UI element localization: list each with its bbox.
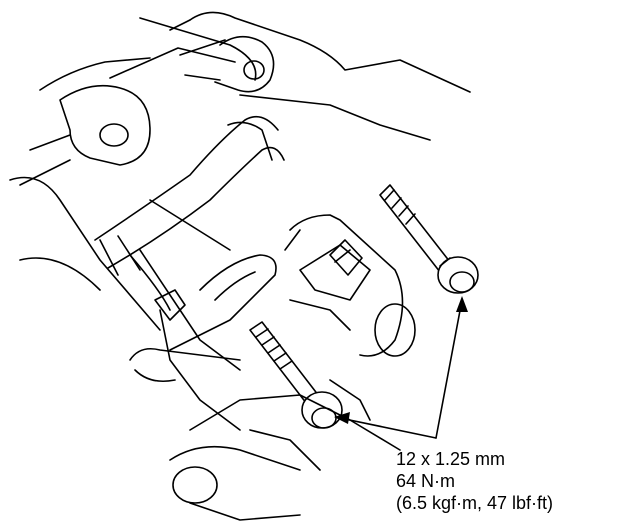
lower-bolt [249, 321, 343, 429]
torque-spec-callout: 12 x 1.25 mm 64 N·m (6.5 kgf·m, 47 lbf·f… [396, 448, 553, 514]
link-arm [154, 254, 277, 351]
torque-nm-label: 64 N·m [396, 471, 456, 491]
upper-frame [39, 11, 471, 141]
bolt-size-label: 12 x 1.25 mm [396, 449, 506, 469]
hose [94, 115, 285, 311]
engine-body [9, 176, 241, 431]
leader-lines [334, 296, 468, 439]
cylinder-component [284, 214, 416, 357]
top-pivot [179, 35, 275, 93]
left-bracket [19, 84, 151, 186]
torque-alt-label: (6.5 kgf·m, 47 lbf·ft) [396, 493, 554, 513]
lower-housing [169, 379, 401, 521]
upper-bolt [379, 184, 479, 294]
